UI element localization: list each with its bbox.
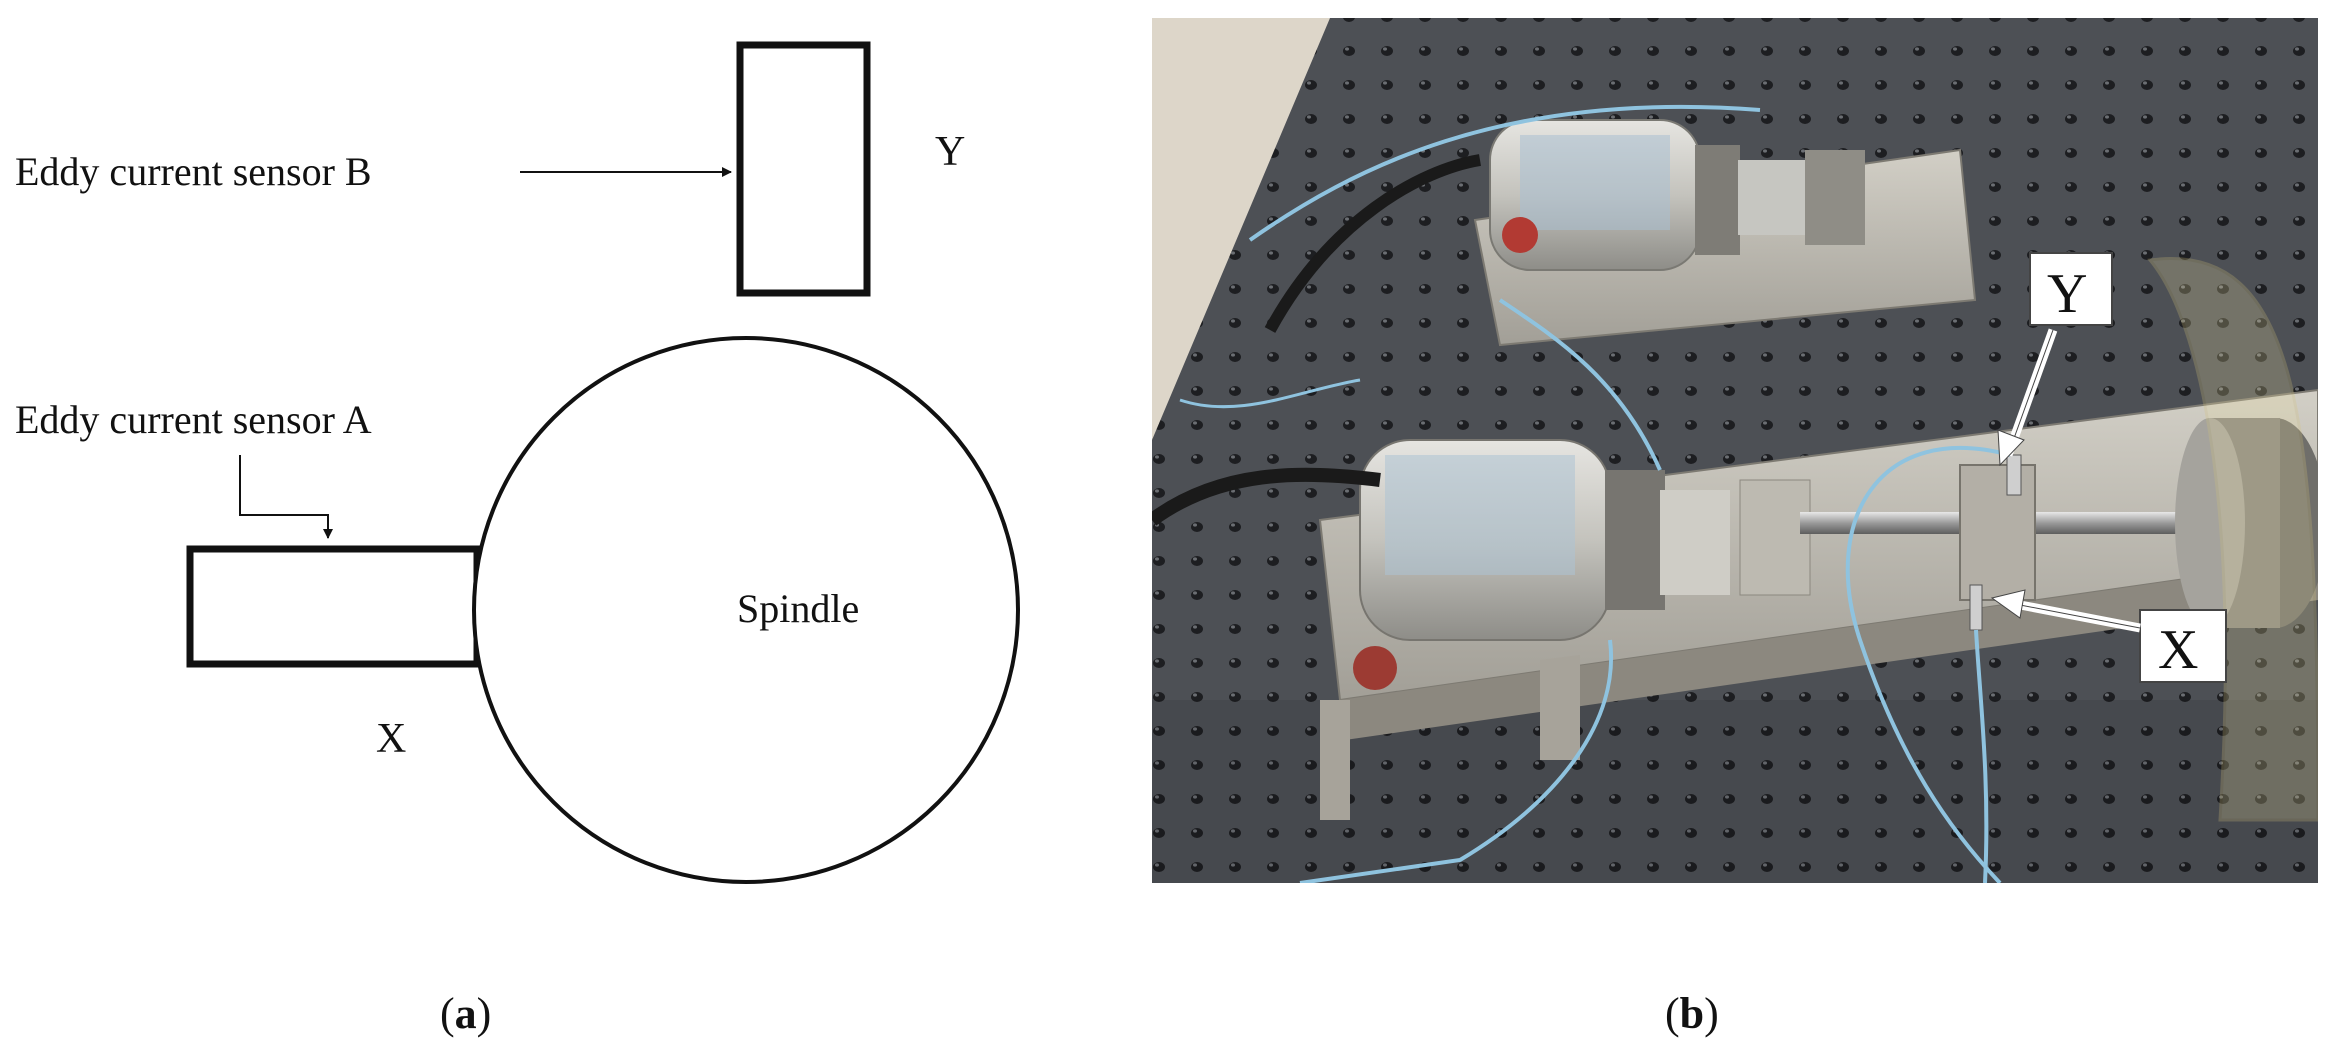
y-callout-label: Y — [2047, 263, 2087, 325]
cables — [1152, 104, 2011, 883]
sensor-b-label: Eddy current sensor B — [15, 149, 372, 194]
lower-motor-assembly — [1353, 439, 1811, 690]
upper-motor-assembly — [1473, 119, 1977, 347]
y-axis-label: Y — [935, 129, 965, 175]
sensor-a-label: Eddy current sensor A — [15, 397, 372, 442]
caption-b: (b) — [1665, 989, 1719, 1038]
rotor-shaft — [1800, 418, 2318, 628]
caption-a: (a) — [440, 989, 491, 1038]
spindle-circle — [472, 336, 1020, 884]
x-callout-box — [2139, 609, 2227, 683]
spindle-label: Spindle — [737, 586, 859, 631]
sensor-b-box — [736, 41, 871, 297]
sensor-a-box — [186, 545, 481, 668]
x-axis-label: X — [376, 716, 406, 762]
sensor-a-arrow — [239, 455, 333, 539]
sensor-probes — [1969, 454, 2022, 631]
panel-b-photo: Y X (b) — [1152, 18, 2318, 1038]
transparent-guard — [2147, 257, 2318, 822]
y-callout-box — [2029, 252, 2113, 326]
x-callout-label: X — [2158, 619, 2198, 681]
panel-a-schematic: Eddy current sensor B Y Eddy current sen… — [15, 41, 1020, 1038]
